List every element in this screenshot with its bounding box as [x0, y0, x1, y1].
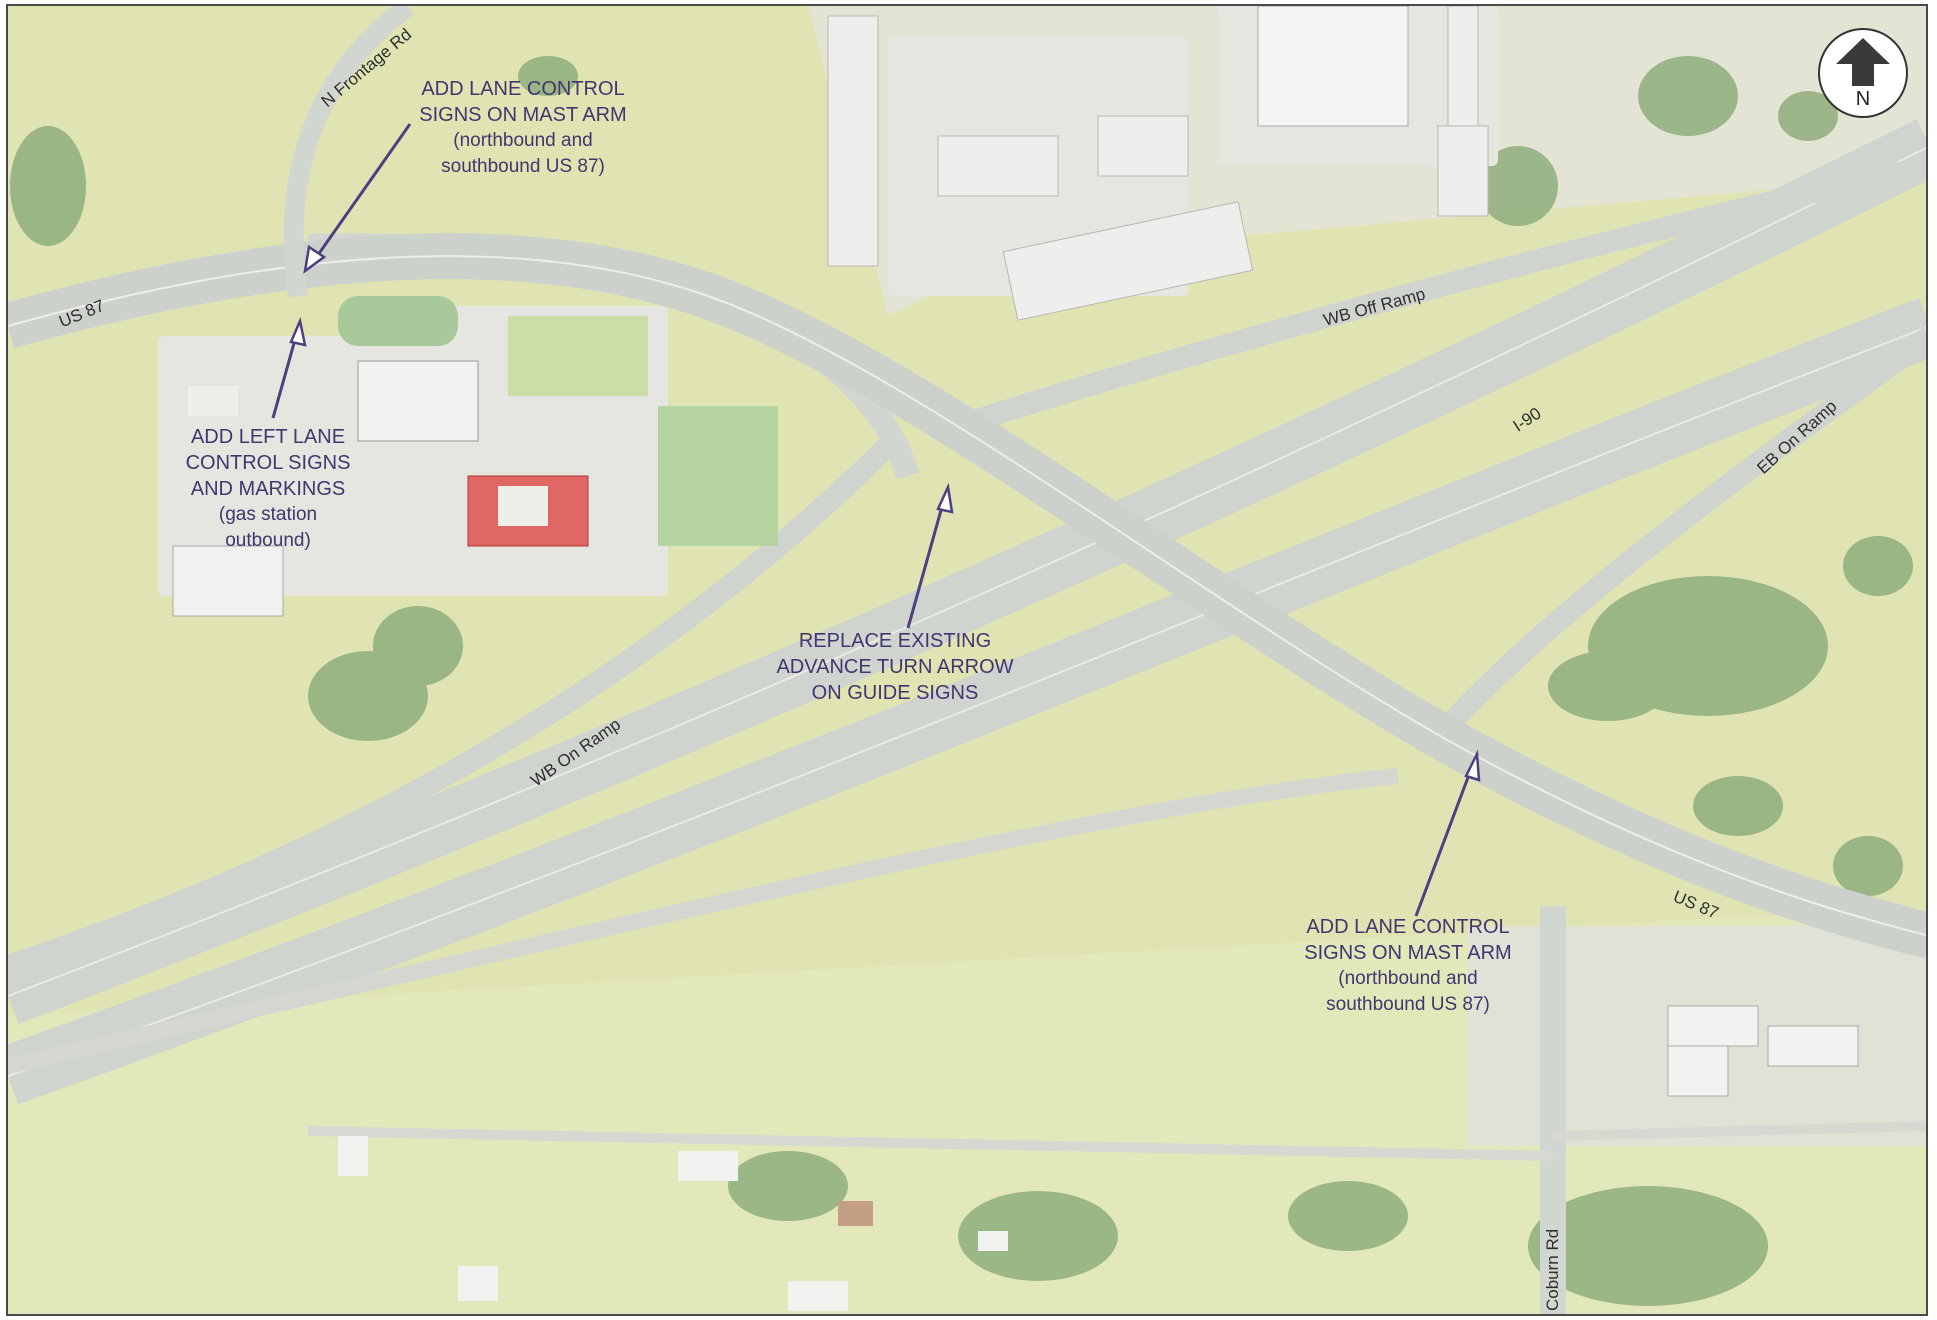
- callout-left-line1: ADD LEFT LANE: [190, 426, 346, 448]
- road-label-coburn-rd: Coburn Rd: [1543, 1228, 1562, 1311]
- aerial-map: US 87 N Frontage Rd WB Off Ramp I-90 EB …: [6, 4, 1928, 1316]
- north-label: N: [1855, 88, 1871, 110]
- callout-left-lane-control: ADD LEFT LANE CONTROL SIGNS AND MARKINGS…: [156, 424, 380, 554]
- callout-center-line2: ADVANCE TURN ARROW: [776, 656, 1014, 678]
- callout-se-line1: ADD LANE CONTROL: [1306, 916, 1510, 938]
- callout-center-line3: ON GUIDE SIGNS: [811, 682, 979, 704]
- callout-se-lane-control: ADD LANE CONTROL SIGNS ON MAST ARM (nort…: [1288, 914, 1528, 1018]
- callout-left-line2: CONTROL SIGNS: [185, 452, 351, 474]
- callout-nw-line4: southbound US 87): [441, 156, 605, 177]
- callout-left-line5: outbound): [225, 530, 311, 551]
- callout-center-line1: REPLACE EXISTING: [798, 630, 992, 652]
- callout-nw-line3: (northbound and: [453, 130, 593, 151]
- callout-left-line4: (gas station: [218, 504, 318, 525]
- callout-se-line2: SIGNS ON MAST ARM: [1304, 942, 1512, 964]
- map-imagery: [8, 6, 1926, 1314]
- north-arrow-icon: N: [1818, 28, 1908, 118]
- north-arrow-glyph: [1836, 38, 1890, 86]
- callout-se-line4: southbound US 87): [1326, 994, 1490, 1015]
- callout-nw-line2: SIGNS ON MAST ARM: [419, 104, 627, 126]
- callout-se-line3: (northbound and: [1338, 968, 1478, 989]
- callout-nw-line1: ADD LANE CONTROL: [421, 78, 625, 100]
- callout-left-line3: AND MARKINGS: [190, 478, 346, 500]
- callout-center-turn-arrow: REPLACE EXISTING ADVANCE TURN ARROW ON G…: [754, 628, 1036, 706]
- callout-nw-lane-control: ADD LANE CONTROL SIGNS ON MAST ARM (nort…: [404, 76, 642, 180]
